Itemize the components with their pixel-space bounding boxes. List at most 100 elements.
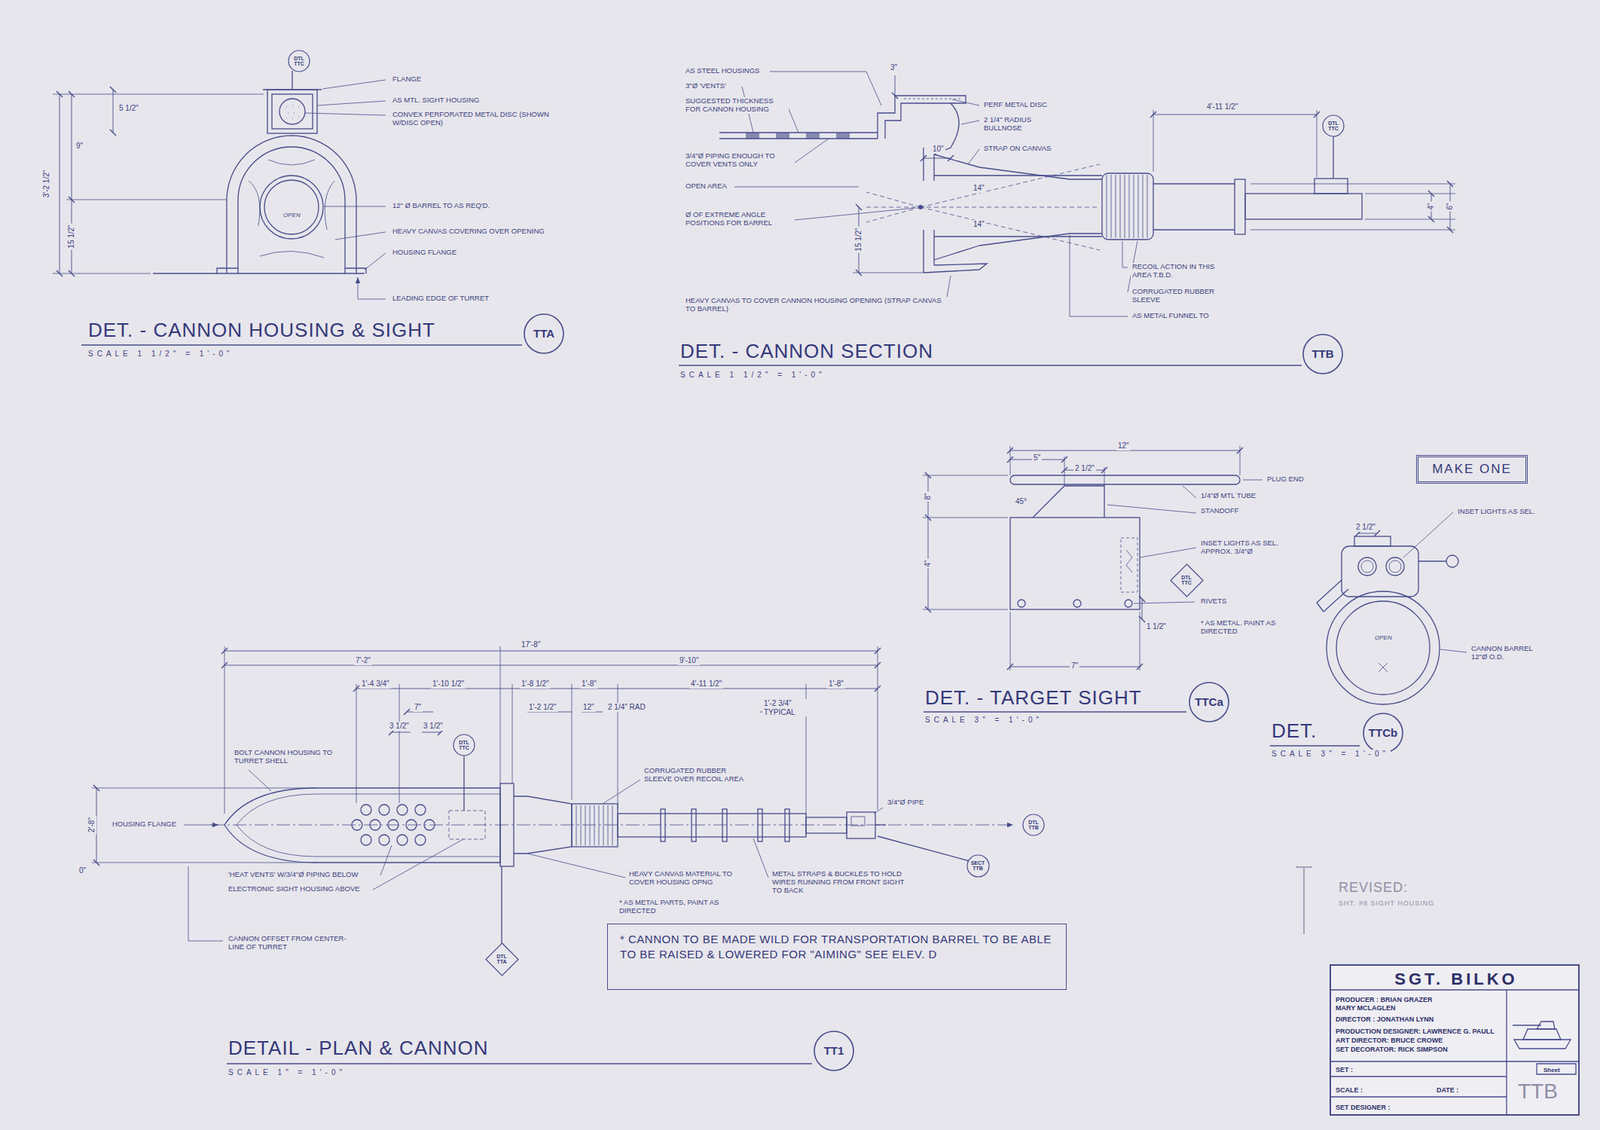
title-block-entry: SGT. BILKO	[1331, 969, 1582, 990]
cannon-housing-elevation-part	[152, 272, 365, 274]
callout-note: AS METAL FUNNEL TO	[1130, 311, 1211, 321]
callout-note: HOUSING FLANGE	[390, 248, 459, 257]
dimension: 2 1/2"	[1073, 464, 1097, 474]
cannon-plan-part	[356, 688, 878, 690]
dimension: 4'-11 1/2"	[689, 679, 724, 689]
opening-label: OPEN	[281, 211, 303, 219]
barrel-end-detail-part	[1361, 560, 1374, 573]
cannon-plan-part	[236, 793, 501, 857]
barrel-end-detail-part	[1446, 555, 1459, 568]
callout-circle	[1303, 334, 1343, 374]
barrel-end-detail-part	[1336, 601, 1430, 695]
cannon-housing-elevation-part	[112, 89, 114, 133]
cannon-section-part	[775, 132, 790, 139]
cannon-housing-elevation-part	[216, 268, 367, 274]
cannon-plan	[91, 646, 1014, 1064]
callout-note: CORRUGATED RUBBER SLEEVE	[1130, 287, 1221, 305]
title-block-entry: SCALE :	[1335, 1086, 1363, 1095]
dimension: 12"	[581, 702, 596, 712]
general-note-box: * CANNON TO BE MADE WILD FOR TRANSPORTAT…	[607, 923, 1067, 990]
barrel-end-detail-part	[1378, 662, 1388, 672]
title-block-grid-part	[1512, 1024, 1542, 1026]
dimension: 0"	[77, 866, 88, 876]
cannon-plan-part	[224, 665, 878, 666]
target-sight-part	[1010, 445, 1240, 486]
callout-note: AS STEEL HOUSINGS	[683, 67, 761, 76]
cannon-section-part	[836, 132, 850, 139]
cannon-section-part	[923, 147, 935, 273]
barrel-end-detail-part	[1354, 536, 1391, 547]
title-block: SGT. BILKOPRODUCER : BRIAN GRAZER MARY M…	[1329, 964, 1580, 1116]
cannon-housing-elevation-part	[291, 70, 293, 90]
callout-note: STRAP ON CANVAS	[982, 144, 1053, 153]
cannon-plan-part	[691, 809, 697, 842]
title-block-entry: TTB	[1517, 1078, 1558, 1105]
callout-note: CANNON BARREL 12"Ø O.D.	[1469, 644, 1549, 662]
dimension: 1'-8 1/2"	[519, 679, 551, 689]
callout-note: 3/4"Ø PIPE	[885, 798, 926, 807]
cannon-section-part	[903, 98, 963, 100]
cannon-section-part	[934, 175, 1103, 237]
callout-note: INSET LIGHTS AS SEL.	[1456, 507, 1537, 517]
dimension: 4"	[1426, 201, 1436, 211]
marker-text: DTL TTC	[1179, 574, 1194, 587]
marker-text: DTL TTC	[457, 739, 471, 752]
marker-diamond	[485, 943, 519, 976]
title-block-entry: DIRECTOR : JONATHAN LYNN	[1335, 1015, 1434, 1024]
cannon-housing-elevation-part	[248, 159, 335, 258]
detail-marker: DTL TTC	[1322, 114, 1345, 138]
dimension: 5 1/2"	[117, 103, 141, 113]
callout-note: FLANGE	[390, 75, 423, 84]
sheet-callout: TTCb	[1362, 712, 1404, 754]
detail-title: DET. - TARGET SIGHT	[923, 687, 1144, 710]
callout-circle	[814, 1031, 854, 1071]
dimension: 5"	[1032, 453, 1042, 463]
dimension: 10"	[931, 144, 946, 154]
callout-note: PLUG END	[1265, 475, 1306, 484]
dimension: 8"	[923, 491, 933, 501]
cannon-section-part	[923, 263, 987, 273]
cannon-plan-part	[571, 803, 618, 847]
cannon-section-part	[923, 158, 951, 159]
callout-note: SUGGESTED THICKNESS FOR CANNON HOUSING	[683, 97, 789, 114]
cannon-section-part	[1106, 174, 1148, 239]
cannon-section	[678, 71, 1456, 366]
title-block-grid-part	[1329, 989, 1580, 1116]
callout-note: * AS METAL PARTS, PAINT AS DIRECTED	[617, 898, 742, 916]
cannon-plan-part	[415, 804, 426, 816]
scale-note: SCALE 1 1/2" = 1'-0"	[86, 349, 236, 359]
callout-note: ELECTRONIC SIGHT HOUSING ABOVE	[226, 885, 362, 894]
cannon-section-part	[894, 75, 896, 96]
cannon-plan-part	[396, 804, 408, 816]
cannon-section-part	[806, 132, 820, 139]
revision-stamp: REVISED:	[1337, 879, 1410, 896]
cannon-section-part	[1314, 178, 1348, 194]
cannon-housing-elevation-part	[286, 105, 300, 119]
cannon-plan-part	[224, 787, 501, 863]
dimension: 45°	[1013, 497, 1029, 507]
dimension: 1'-2 3/4" TYPICAL	[762, 699, 811, 717]
cannon-plan-part	[851, 816, 865, 826]
callout-circle	[967, 854, 990, 877]
cannon-plan-part	[757, 809, 763, 842]
target-sight-part	[922, 475, 1008, 610]
cannon-plan-part	[660, 809, 666, 842]
dimension: 7"	[412, 702, 423, 712]
title-block-entry: SET :	[1335, 1065, 1353, 1075]
callout-note: 2 1/4" RADIUS BULLNOSE	[982, 116, 1042, 133]
barrel-end-detail-part	[1316, 580, 1349, 612]
marker-text: TT1	[824, 1044, 845, 1057]
cannon-plan-part	[722, 809, 727, 842]
revision-stamp	[1295, 867, 1313, 935]
cannon-section-part	[1332, 135, 1334, 179]
cannon-housing-elevation-part	[59, 94, 61, 274]
target-sight-part	[1073, 599, 1081, 608]
cannon-housing-elevation-part	[259, 175, 324, 239]
barrel-end-detail-part	[1386, 557, 1405, 576]
cannon-plan-part	[226, 1062, 813, 1064]
target-sight-part	[1010, 611, 1140, 671]
dimension: 4'-11 1/2"	[1205, 102, 1240, 112]
cannon-section-part	[1102, 173, 1154, 240]
title-block-entry: SET DESIGNER :	[1335, 1103, 1391, 1112]
target-sight-part	[1010, 517, 1140, 610]
